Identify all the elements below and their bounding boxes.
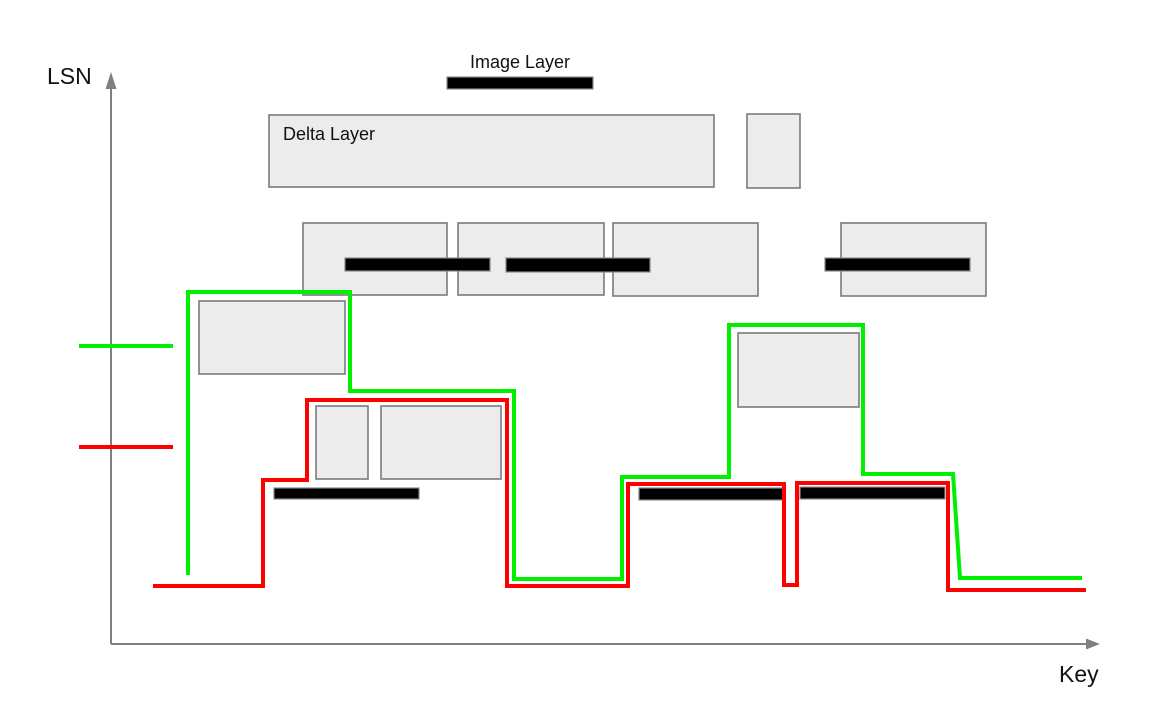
- image-layer-bar: [799, 486, 946, 500]
- image-layer-bar: [824, 257, 971, 272]
- image-layer-bar: [638, 487, 784, 501]
- delta-layer-rect: [380, 405, 502, 480]
- delta-layer-rect: [198, 300, 346, 375]
- image-layer-bar: [505, 257, 651, 273]
- green-lsn-line: [186, 290, 1082, 581]
- image-layer-bar: [446, 76, 594, 90]
- x-axis-label: Key: [1059, 661, 1099, 687]
- delta-layer-label: Delta Layer: [283, 124, 376, 144]
- image-layer-label: Image Layer: [469, 52, 571, 72]
- image-layer-bar: [273, 487, 420, 500]
- x-axis-arrowhead-icon: [1086, 638, 1100, 650]
- image-layer-bar: [344, 257, 491, 272]
- y-axis-arrowhead-icon: [105, 72, 117, 89]
- delta-layer-rect: [315, 405, 369, 480]
- delta-layer-rect: [746, 113, 801, 189]
- delta-layer-rect: [268, 114, 715, 188]
- delta-layer-rect: [737, 332, 860, 408]
- red-lsn-line: [153, 398, 1086, 592]
- y-axis-label: LSN: [47, 63, 92, 89]
